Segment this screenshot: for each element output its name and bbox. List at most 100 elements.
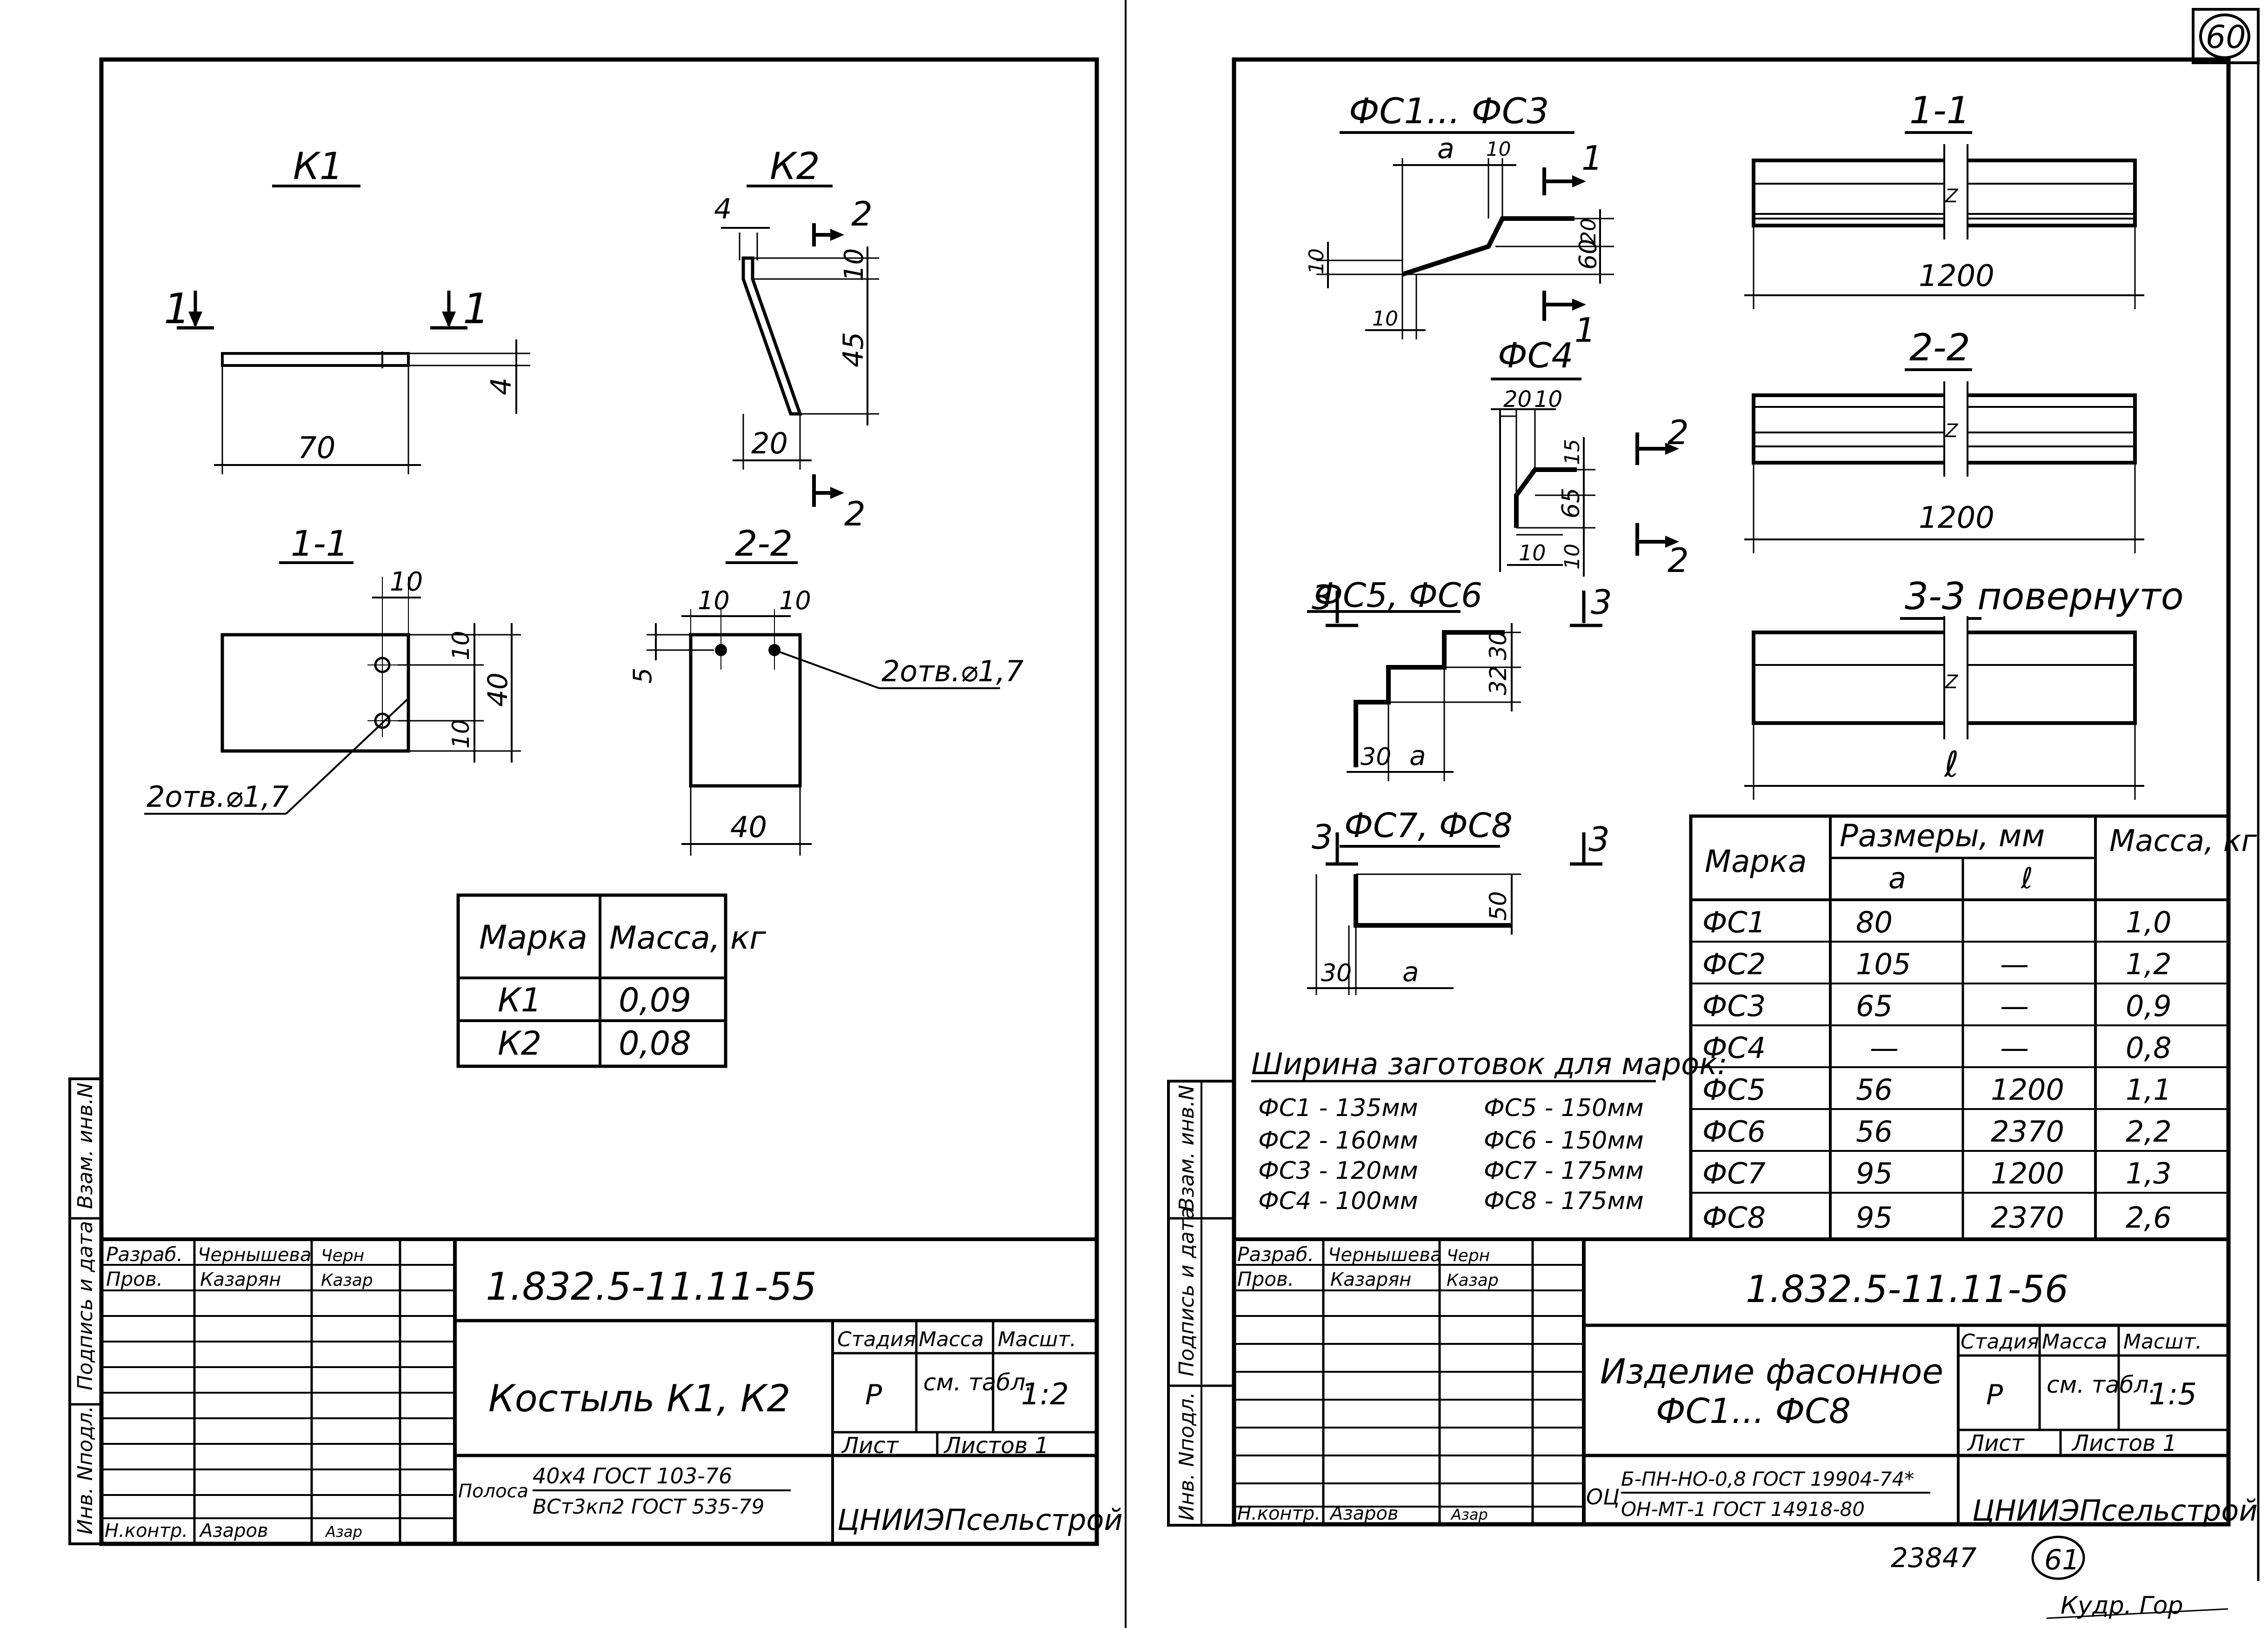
right-title-block: Разраб. Чернышева Черн Пров. Казарян Каз… bbox=[1234, 1237, 2258, 1528]
stamp-inv-orig: Инв. Nподл. bbox=[1175, 1392, 1199, 1521]
tb-role: Разраб. bbox=[1237, 1243, 1314, 1266]
tb-scale: 1:5 bbox=[2149, 1377, 2197, 1412]
fs4-profile bbox=[1514, 467, 1577, 528]
fs-row-mass: 1,3 bbox=[2126, 1156, 2172, 1190]
fs-row-mark: ФС6 bbox=[1702, 1115, 1766, 1149]
fs4-10c-dim: 10 bbox=[1561, 544, 1584, 570]
right-sheet: 60 Взам. инв.N Подпись и дата Инв. Nподл… bbox=[1167, 8, 2260, 1620]
fs-row-a: 95 bbox=[1856, 1156, 1893, 1190]
fs56-30-dim: 30 bbox=[1485, 631, 1512, 660]
fs-row-a: 80 bbox=[1856, 905, 1893, 939]
tb-name: Казарян bbox=[200, 1269, 281, 1290]
fs-sizes-table: Марка Размеры, мм Масса, кг a ℓ ФС1 80 1… bbox=[1689, 814, 2257, 1241]
left-frame bbox=[99, 57, 1099, 1546]
section-1-1-left: 1-1 10 10 10 40 2отв.⌀1,7 bbox=[144, 523, 521, 815]
left-doc-name: Костыль К1, К2 bbox=[488, 1377, 790, 1420]
tb-signature: Азар bbox=[1450, 1506, 1488, 1523]
s11-bottom-dim: 10 bbox=[447, 719, 474, 749]
tb-name: Азаров bbox=[1329, 1503, 1399, 1524]
k1-length-dim: 70 bbox=[298, 431, 335, 465]
widths-right: ФС5 - 150мм bbox=[1484, 1094, 1644, 1122]
k-table-row-mass: 0,09 bbox=[619, 981, 691, 1019]
page-number: 60 bbox=[2206, 19, 2246, 56]
tb-stage: Р bbox=[1986, 1379, 2003, 1411]
right-doc-name-line2: ФС1... ФС8 bbox=[1656, 1391, 1851, 1431]
rs11-length: 1200 bbox=[1919, 259, 1995, 293]
rs11-title: 1-1 bbox=[1909, 89, 1970, 132]
tb-stage-header: Стадия bbox=[1961, 1330, 2039, 1354]
bottom-signature: Кудр. Гор bbox=[2061, 1592, 2183, 1620]
fs-row-mass: 1,2 bbox=[2126, 947, 2172, 981]
fs78-50-dim: 50 bbox=[1485, 891, 1512, 921]
fs-row-mass: 2,6 bbox=[2126, 1201, 2172, 1235]
k-table-row-mark: К2 bbox=[498, 1024, 541, 1063]
k-table-row-mark: К1 bbox=[498, 981, 541, 1019]
s22-holes-note: 2отв.⌀1,7 bbox=[881, 654, 1024, 688]
fs13-10c-dim: 10 bbox=[1372, 307, 1398, 331]
s11-plate bbox=[220, 633, 410, 753]
s11-height-dim: 40 bbox=[482, 672, 514, 707]
k2-view: К2 4 10 45 20 2 2 bbox=[714, 145, 879, 533]
fs56-32-dim: 32 bbox=[1485, 665, 1512, 695]
tb-role: Пров. bbox=[1237, 1268, 1294, 1290]
fs-row-a: 105 bbox=[1856, 947, 1911, 981]
tb-name: Чернышева bbox=[198, 1244, 311, 1266]
right-doc-code: 1.832.5-11.11-56 bbox=[1746, 1268, 2068, 1311]
fs78-30-dim: 30 bbox=[1321, 959, 1352, 987]
fs-row-a: — bbox=[1870, 1031, 1899, 1065]
widths-left: ФС3 - 120мм bbox=[1258, 1157, 1418, 1185]
tb-mass: см. табл. bbox=[2047, 1371, 2156, 1398]
tb-mass: см. табл. bbox=[923, 1369, 1033, 1396]
s22-y-dim: 5 bbox=[628, 668, 657, 684]
fs4-10-dim: 10 bbox=[1534, 386, 1562, 412]
fs-row-mass: 1,1 bbox=[2126, 1073, 2172, 1107]
fs78-cut-left: 3 bbox=[1312, 817, 1333, 857]
s11-hole-x-dim: 10 bbox=[390, 567, 423, 597]
s11-title: 1-1 bbox=[291, 523, 348, 564]
widths-left: ФС4 - 100мм bbox=[1258, 1187, 1418, 1215]
k2-bottom-dim: 20 bbox=[751, 426, 788, 460]
right-doc-name-line1: Изделие фасонное bbox=[1600, 1352, 1943, 1392]
fs-row-l: — bbox=[2000, 947, 2029, 981]
tb-name: Казарян bbox=[1330, 1269, 1411, 1290]
s22-x2-dim: 10 bbox=[779, 586, 811, 615]
tb-mass-header: Масса bbox=[2042, 1330, 2107, 1354]
fs-table-header-mark: Марка bbox=[1705, 844, 1807, 879]
fs56-cut-right: 3 bbox=[1591, 583, 1612, 622]
tb-scale: 1:2 bbox=[1021, 1377, 1069, 1412]
tb-org: ЦНИИЭПсельстрой bbox=[837, 1503, 1123, 1537]
tb-sheets-label: Листов 1 bbox=[943, 1433, 1049, 1459]
widths-right: ФС6 - 150мм bbox=[1484, 1127, 1644, 1155]
stamp-replace-inv: Взам. инв.N bbox=[73, 1083, 97, 1209]
fs-table-header-a: a bbox=[1888, 861, 1906, 895]
widths-right: ФС8 - 175мм bbox=[1484, 1187, 1644, 1215]
fs56-title-visible: ФС5, ФС6 bbox=[1314, 576, 1482, 615]
left-doc-code: 1.832.5-11.11-55 bbox=[486, 1265, 816, 1309]
fs-row-mark: ФС1 bbox=[1702, 905, 1766, 939]
fs-row-mark: ФС7 bbox=[1702, 1156, 1766, 1190]
fs4-cut-top: 2 bbox=[1668, 413, 1689, 452]
k1-thick-dim: 4 bbox=[485, 378, 518, 395]
fs-row-l: 1200 bbox=[1991, 1156, 2064, 1190]
tb-material-label: Полоса bbox=[458, 1481, 528, 1502]
fs1-3-view: ФС1... ФС3 a 10 20 60 10 10 bbox=[1305, 90, 1614, 350]
tb-scale-header: Масшт. bbox=[998, 1328, 1076, 1351]
k-table-header-mass: Масса, кг bbox=[609, 920, 767, 957]
fs-row-mark: ФС5 bbox=[1702, 1073, 1766, 1107]
tb-role: Разраб. bbox=[106, 1243, 183, 1266]
fs-table-header-mass: Масса, кг bbox=[2109, 824, 2257, 858]
widths-left: ФС2 - 160мм bbox=[1258, 1127, 1418, 1155]
fs-row-mark: ФС4 bbox=[1702, 1031, 1766, 1065]
stamp-inv-orig: Инв. Nподл. bbox=[73, 1406, 97, 1535]
k1-cut-right-label: 1 bbox=[463, 285, 489, 333]
fs-row-a: 56 bbox=[1856, 1115, 1893, 1149]
k1-view: К1 70 4 1 1 bbox=[164, 145, 530, 474]
fs4-15-dim: 15 bbox=[1561, 439, 1584, 465]
k2-top-dim: 10 bbox=[839, 248, 869, 281]
k-table-header-mark: Марка bbox=[479, 918, 587, 957]
stamp-replace-inv: Взам. инв.N bbox=[1175, 1085, 1199, 1211]
fs-row-l: 2370 bbox=[1991, 1201, 2064, 1235]
widths-right: ФС7 - 175мм bbox=[1484, 1157, 1644, 1185]
k-mass-table: Марка Масса, кг К1 0,09 К2 0,08 bbox=[456, 893, 767, 1068]
tb-material-line1: 40х4 ГОСТ 103-76 bbox=[533, 1463, 732, 1488]
